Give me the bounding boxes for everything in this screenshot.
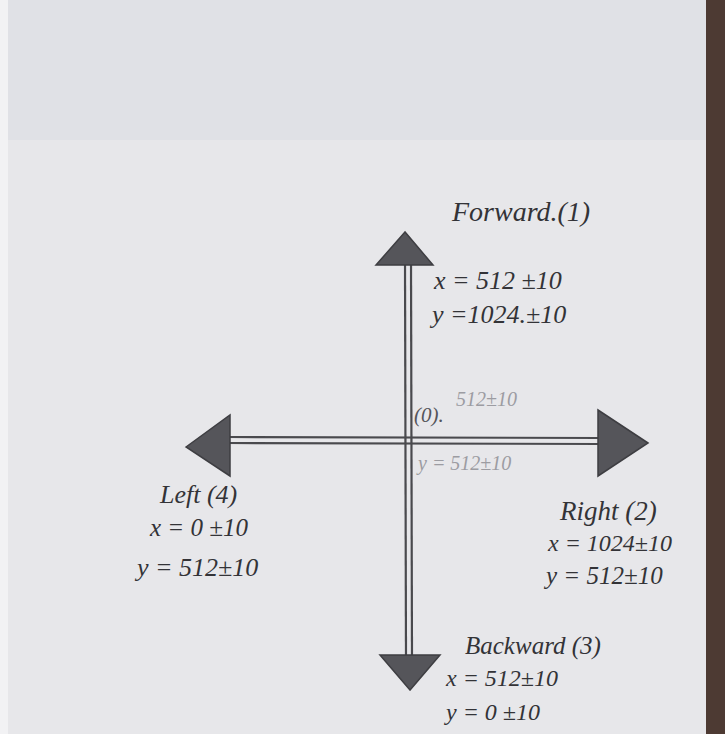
arrow-head-right: [598, 410, 648, 476]
coordinate: y = 0 ±10: [446, 699, 540, 727]
table-edge: [706, 0, 725, 734]
arrow-head-up: [376, 232, 433, 265]
coordinate: y = 512±10: [546, 562, 663, 591]
arrow-head-down: [380, 655, 440, 690]
coordinate: x = 512±10: [446, 665, 558, 693]
arrow-shafts: [228, 262, 600, 660]
arrow-heads: [186, 232, 648, 690]
coordinate: 512±10: [456, 388, 517, 411]
vertical-shaft: [411, 262, 412, 660]
coordinate: y = 512±10: [137, 553, 258, 583]
coordinate: x = 1024±10: [548, 530, 672, 558]
centre-number: (0).: [414, 403, 444, 427]
paper-shade: [0, 0, 725, 140]
direction-name: Backward (3): [465, 632, 601, 661]
direction-name: Forward.(1): [452, 196, 590, 228]
direction-name: Left (4): [160, 480, 237, 510]
arrow-head-left: [186, 415, 230, 476]
horizontal-shaft: [228, 437, 600, 438]
coordinate: y =1024.±10: [432, 300, 566, 330]
direction-name: Right (2): [560, 496, 657, 527]
horizontal-shaft: [228, 443, 600, 444]
coordinate: x = 0 ±10: [150, 514, 248, 543]
coordinate: x = 512 ±10: [434, 266, 562, 296]
vertical-shaft: [405, 262, 406, 660]
paper-edge: [0, 0, 8, 734]
coordinate: y = 512±10: [418, 452, 511, 475]
